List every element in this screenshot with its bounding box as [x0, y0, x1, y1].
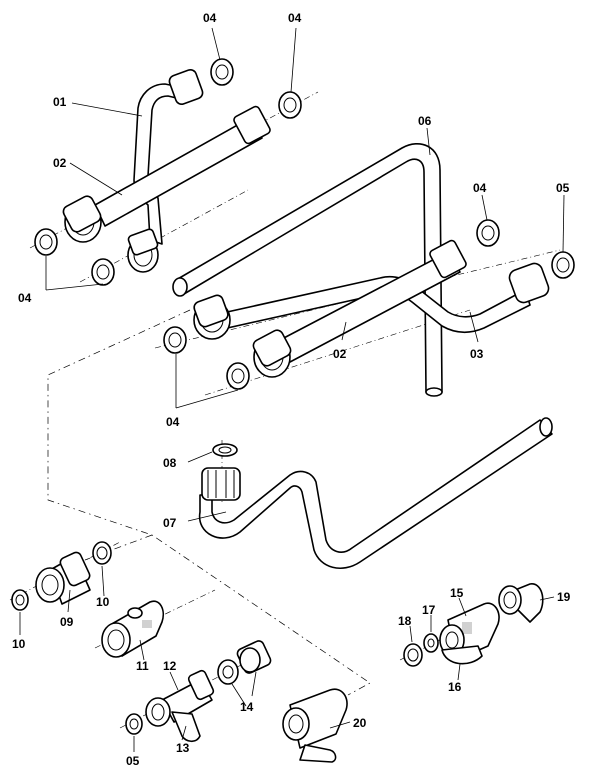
label-05-bottom: 05	[126, 754, 140, 768]
label-08: 08	[163, 456, 177, 470]
label-05-right: 05	[556, 181, 570, 195]
fitting-18	[403, 643, 423, 667]
boundary-line	[47, 309, 371, 696]
pipe-06	[172, 143, 443, 397]
label-02-upper: 02	[53, 156, 67, 170]
fitting-14	[217, 640, 272, 685]
pipe-07	[198, 417, 553, 570]
label-03: 03	[470, 347, 484, 361]
label-11: 11	[136, 659, 149, 673]
label-09: 09	[60, 615, 74, 629]
label-19: 19	[557, 590, 571, 604]
label-01: 01	[53, 95, 67, 109]
boundary-line-branch	[84, 534, 153, 561]
label-04-top-left: 04	[203, 11, 217, 25]
label-20: 20	[353, 716, 367, 730]
handle-16	[441, 645, 483, 665]
label-17: 17	[422, 603, 436, 617]
reference-numbers: 01 02 02 03 04 04 04 04 04 05 05 06 07 0…	[12, 11, 571, 768]
valve-12	[145, 669, 215, 743]
label-13: 13	[176, 741, 190, 755]
leader-lines	[19, 27, 565, 752]
fitting-09	[35, 551, 91, 605]
pipe-03	[193, 262, 550, 340]
label-04-top-right: 04	[288, 11, 302, 25]
label-02-lower: 02	[333, 347, 347, 361]
label-10-left: 10	[12, 637, 26, 651]
pipe-02-upper	[62, 105, 271, 243]
label-12: 12	[163, 659, 177, 673]
label-10-right: 10	[96, 595, 110, 609]
label-04-right: 04	[473, 181, 487, 195]
label-04-middle: 04	[166, 415, 180, 429]
elbow-19	[498, 583, 544, 623]
pipe-01	[127, 69, 204, 273]
valve-20	[282, 688, 348, 763]
washer-17	[423, 633, 439, 653]
valve-11	[101, 600, 165, 658]
label-16: 16	[448, 680, 462, 694]
label-06: 06	[418, 114, 432, 128]
label-14: 14	[240, 700, 254, 714]
washers	[34, 58, 575, 390]
washer-10a	[11, 589, 29, 611]
pipe-02-lower	[252, 239, 467, 378]
label-15: 15	[450, 586, 464, 600]
label-18: 18	[398, 614, 412, 628]
label-04-left: 04	[18, 291, 32, 305]
label-07: 07	[163, 516, 177, 530]
washer-08	[212, 443, 238, 457]
washer-05b	[125, 713, 143, 735]
washer-10b	[92, 541, 112, 565]
